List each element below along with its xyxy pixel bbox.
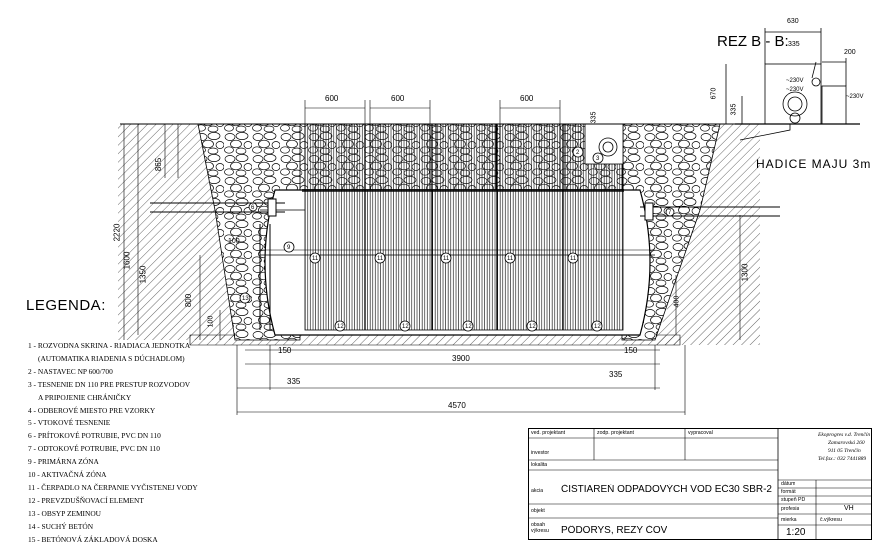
svg-text:12: 12 bbox=[402, 324, 409, 330]
component-markers: 11 11 11 11 11 12 12 12 12 12 9 13 2 3 6… bbox=[239, 137, 675, 332]
investor-label: investor bbox=[531, 450, 550, 456]
dim-630: 630 bbox=[787, 18, 799, 25]
dim-100-mid: 100 bbox=[228, 238, 240, 245]
legend: 1 - ROZVODNA SKRINA - RIADIACA JEDNOTKA … bbox=[28, 340, 258, 547]
datum-label: dátum bbox=[781, 481, 796, 487]
legend-item: 14 - SUCHÝ BETÓN bbox=[28, 521, 94, 531]
legend-item: 7 - ODTOKOVÉ POTRUBIE, PVC DN 110 bbox=[28, 444, 161, 454]
legend-item: 15 - BETÓNOVÁ ZÁKLADOVÁ DOSKA bbox=[28, 534, 158, 544]
legend-item: 6 - PRÍTOKOVÉ POTRUBIE, PVC DN 110 bbox=[28, 431, 161, 441]
dim-335-top: 335 bbox=[590, 111, 598, 124]
obsah-label: obsah výkresu bbox=[531, 522, 549, 534]
dim-335-right: 335 bbox=[609, 370, 623, 379]
profesia-label: profesia bbox=[781, 506, 800, 512]
dim-600-c: 600 bbox=[520, 94, 534, 103]
dim-335-vert: 335 bbox=[730, 103, 738, 116]
dim-100-left: 100 bbox=[207, 315, 215, 328]
legend-item: 1 - ROZVODNA SKRINA - RIADIACA JEDNOTKA bbox=[28, 341, 191, 350]
legend-item: (AUTOMATIKA RIADENIA S DÚCHADLOM) bbox=[38, 353, 185, 363]
legend-item: 11 - ČERPADLO NA ČERPANIE VYČISTENEJ VOD… bbox=[28, 482, 198, 492]
akcia-label: akcia bbox=[531, 488, 544, 494]
pipes bbox=[150, 198, 780, 330]
dim-2220: 2220 bbox=[112, 223, 122, 242]
legend-item: 4 - ODBEROVÉ MIESTO PRE VZORKY bbox=[28, 405, 156, 415]
section-title: REZ B - B: bbox=[717, 33, 789, 50]
dim-200: 200 bbox=[844, 49, 856, 56]
svg-text:6: 6 bbox=[251, 205, 255, 211]
section-bb bbox=[725, 28, 860, 141]
legend-item: 9 - PRIMÁRNA ZÓNA bbox=[28, 457, 99, 467]
svg-text:11: 11 bbox=[443, 256, 450, 262]
akcia-value: ČISTIAREŇ ODPADOVÝCH VOD EČ30 SBR-2 bbox=[561, 484, 772, 495]
zodp-projektant-label: zodp. projektant bbox=[597, 430, 634, 436]
dimension-lines bbox=[120, 100, 790, 415]
svg-text:2: 2 bbox=[576, 150, 580, 156]
dim-1350: 1350 bbox=[138, 265, 148, 284]
pipe-label: HADICE MAJU 3m bbox=[756, 157, 872, 171]
voltage-b: ~230V bbox=[786, 87, 804, 93]
svg-text:12: 12 bbox=[337, 324, 344, 330]
dim-150-left: 150 bbox=[278, 346, 292, 355]
format-label: formát bbox=[781, 489, 796, 495]
svg-text:12: 12 bbox=[529, 324, 536, 330]
svg-text:7: 7 bbox=[668, 210, 672, 216]
dim-400: 400 bbox=[673, 295, 681, 308]
mierka-value: 1:20 bbox=[786, 527, 806, 538]
company-line-1: Ekoprogres v.d. Trenčín bbox=[818, 432, 871, 438]
svg-text:12: 12 bbox=[465, 324, 472, 330]
vykres-label: č.výkresu bbox=[820, 517, 842, 523]
legend-title: LEGENDA: bbox=[26, 297, 106, 314]
company-line-4: Tel.fax.: 032 7441889 bbox=[818, 456, 867, 462]
dim-600-a: 600 bbox=[325, 94, 339, 103]
tank-body bbox=[260, 189, 655, 336]
objekt-label: objekt bbox=[531, 508, 545, 514]
title-block-grid bbox=[528, 428, 872, 540]
dim-800: 800 bbox=[184, 293, 194, 308]
legend-item: 10 - AKTIVAČNÁ ZÓNA bbox=[28, 470, 107, 480]
profesia-value: VH bbox=[844, 505, 854, 512]
svg-text:3: 3 bbox=[596, 156, 600, 162]
svg-text:9: 9 bbox=[287, 245, 291, 251]
lokalita-label: lokalita bbox=[531, 462, 548, 468]
dim-600-b: 600 bbox=[391, 94, 405, 103]
soil-hatch bbox=[118, 124, 760, 346]
vypracoval-label: vypracoval bbox=[688, 430, 713, 436]
stupen-label: stupeň PD bbox=[781, 497, 806, 503]
dim-335-left: 335 bbox=[287, 377, 301, 386]
dim-4570: 4570 bbox=[448, 401, 466, 410]
dim-3900: 3900 bbox=[452, 354, 470, 363]
riser-shafts bbox=[304, 123, 624, 330]
legend-item: A PRIPOJENIE CHRÁNIČKY bbox=[38, 392, 132, 402]
dim-670: 670 bbox=[710, 87, 718, 100]
dim-1600: 1600 bbox=[122, 251, 132, 270]
svg-text:11: 11 bbox=[312, 256, 319, 262]
dim-335-section: 335 bbox=[788, 41, 800, 48]
dim-150-right: 150 bbox=[624, 346, 638, 355]
legend-item: 5 - VTOKOVÉ TESNENIE bbox=[28, 418, 111, 428]
legend-item: 2 - NASTAVEC NP 600/700 bbox=[28, 366, 113, 376]
svg-text:11: 11 bbox=[570, 256, 577, 262]
legend-item: 13 - OBSYP ZEMINOU bbox=[28, 508, 102, 518]
dim-1300: 1300 bbox=[740, 263, 750, 282]
legend-item: 12 - PREVZDUŠŇOVACÍ ELEMENT bbox=[28, 495, 144, 505]
voltage-a: ~230V bbox=[786, 78, 804, 84]
mierka-label: mierka bbox=[781, 517, 797, 523]
company-line-2: Zamarovská 260 bbox=[828, 440, 865, 446]
voltage-c: ~230V bbox=[846, 94, 864, 100]
svg-text:11: 11 bbox=[377, 256, 384, 262]
company-line-3: 911 05 Trenčín bbox=[828, 448, 861, 454]
svg-text:12: 12 bbox=[594, 324, 601, 330]
title-block: ved. projektant zodp. projektant vypraco… bbox=[528, 428, 872, 540]
dim-865: 865 bbox=[154, 157, 164, 172]
legend-item: 3 - TESNENIE DN 110 PRE PRESTUP ROZVODOV bbox=[28, 379, 191, 389]
svg-text:11: 11 bbox=[507, 256, 514, 262]
ved-projektant-label: ved. projektant bbox=[531, 430, 566, 436]
obsah-value: PÔDORYS, REZY ČOV bbox=[561, 525, 668, 536]
svg-text:13: 13 bbox=[242, 296, 249, 302]
